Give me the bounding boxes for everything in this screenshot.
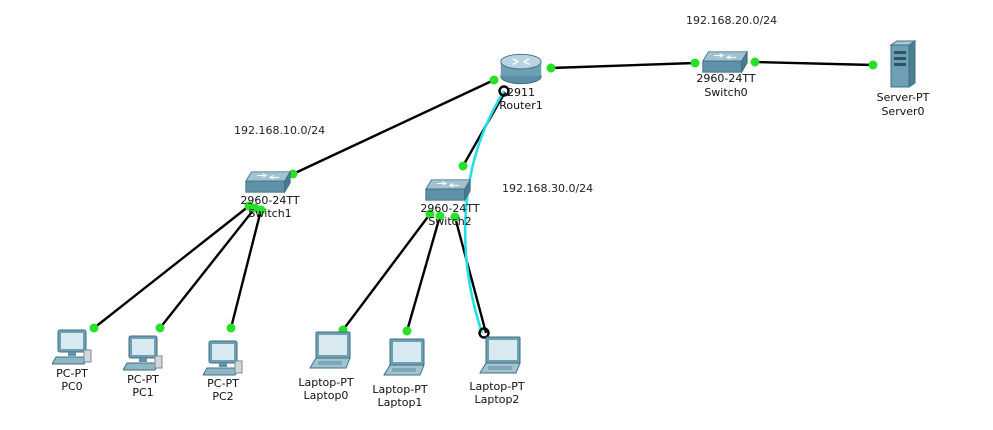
- port-light: [89, 323, 99, 333]
- port-light: [868, 60, 878, 70]
- device-model-label: Laptop-PT: [298, 376, 353, 389]
- device-laptop0[interactable]: Laptop-PT Laptop0: [298, 331, 354, 402]
- device-model-label: PC-PT: [56, 367, 88, 380]
- network-label-30: 192.168.30.0/24: [502, 182, 593, 195]
- links-layer: [93, 60, 874, 334]
- port-light: [690, 58, 700, 68]
- device-server0[interactable]: Server-PT Server0: [877, 40, 930, 118]
- device-laptop1[interactable]: Laptop-PT Laptop1: [372, 338, 428, 409]
- device-model-label: PC-PT: [207, 377, 239, 390]
- link-router1-switch1[interactable]: [292, 78, 495, 176]
- device-laptop2[interactable]: Laptop-PT Laptop2: [469, 336, 525, 406]
- device-model-label: Server-PT: [877, 91, 930, 104]
- port-light: [425, 209, 435, 219]
- device-model-label: Laptop-PT: [372, 383, 427, 396]
- port-light: [402, 326, 412, 336]
- device-name-label: Switch2: [428, 215, 471, 228]
- device-pc0[interactable]: PC-PT PC0: [52, 329, 92, 393]
- device-name-label: Laptop2: [475, 393, 520, 406]
- device-switch0[interactable]: 2960-24TT Switch0: [696, 51, 756, 99]
- port-light: [435, 211, 445, 221]
- device-name-label: PC0: [61, 380, 82, 393]
- device-model-label: 2911: [507, 86, 535, 99]
- network-label-10: 192.168.10.0/24: [234, 124, 325, 137]
- device-router1[interactable]: 2911 Router1: [499, 53, 543, 112]
- port-light: [288, 169, 298, 179]
- device-switch1[interactable]: 2960-24TT Switch1: [240, 171, 300, 220]
- link-switch2-laptop2[interactable]: [453, 216, 488, 334]
- laptop-icon: [479, 336, 521, 374]
- device-pc2[interactable]: PC-PT PC2: [203, 340, 243, 403]
- device-model-label: Laptop-PT: [469, 380, 524, 393]
- laptop-icon: [309, 331, 351, 369]
- device-model-label: 2960-24TT: [696, 72, 755, 85]
- link-router1-laptop2-console[interactable]: [463, 90, 506, 334]
- switch-icon: [425, 179, 471, 201]
- link-switch1-pc0[interactable]: [93, 205, 250, 329]
- port-light: [226, 323, 236, 333]
- port-light: [450, 212, 460, 222]
- port-light: [546, 63, 556, 73]
- laptop-icon: [383, 338, 425, 376]
- device-name-label: PC2: [212, 390, 233, 403]
- device-name-label: Laptop0: [304, 389, 349, 402]
- device-switch2[interactable]: 2960-24TT Switch2: [420, 179, 480, 228]
- device-name-label: Server0: [881, 105, 924, 118]
- server-icon: [890, 40, 916, 88]
- device-model-label: 2960-24TT: [420, 202, 479, 215]
- pc-icon: [123, 335, 163, 371]
- link-switch2-laptop1[interactable]: [405, 215, 442, 332]
- link-switch1-pc1[interactable]: [159, 207, 256, 329]
- device-name-label: Switch1: [248, 207, 291, 220]
- port-light: [155, 323, 165, 333]
- device-model-label: PC-PT: [127, 373, 159, 386]
- pc-icon: [203, 340, 243, 376]
- console-port-ring: [478, 327, 490, 339]
- console-port-ring: [498, 85, 510, 97]
- device-name-label: Switch0: [704, 86, 747, 99]
- link-switch1-pc2[interactable]: [229, 209, 263, 329]
- router-icon: [500, 53, 542, 85]
- switch-icon: [245, 171, 291, 193]
- device-name-label: PC1: [132, 386, 153, 399]
- port-lights: [89, 57, 878, 339]
- port-light: [750, 57, 760, 67]
- device-model-label: 2960-24TT: [240, 194, 299, 207]
- link-router1-switch0[interactable]: [550, 61, 696, 70]
- link-switch2-laptop0[interactable]: [342, 213, 431, 331]
- port-light: [256, 205, 266, 215]
- device-pc1[interactable]: PC-PT PC1: [123, 335, 163, 399]
- network-label-20: 192.168.20.0/24: [686, 14, 777, 27]
- port-light: [489, 75, 499, 85]
- switch-icon: [702, 51, 748, 73]
- device-name-label: Router1: [499, 99, 542, 112]
- port-light: [458, 161, 468, 171]
- device-name-label: Laptop1: [378, 396, 423, 409]
- pc-icon: [52, 329, 92, 365]
- link-switch0-server0[interactable]: [754, 60, 874, 67]
